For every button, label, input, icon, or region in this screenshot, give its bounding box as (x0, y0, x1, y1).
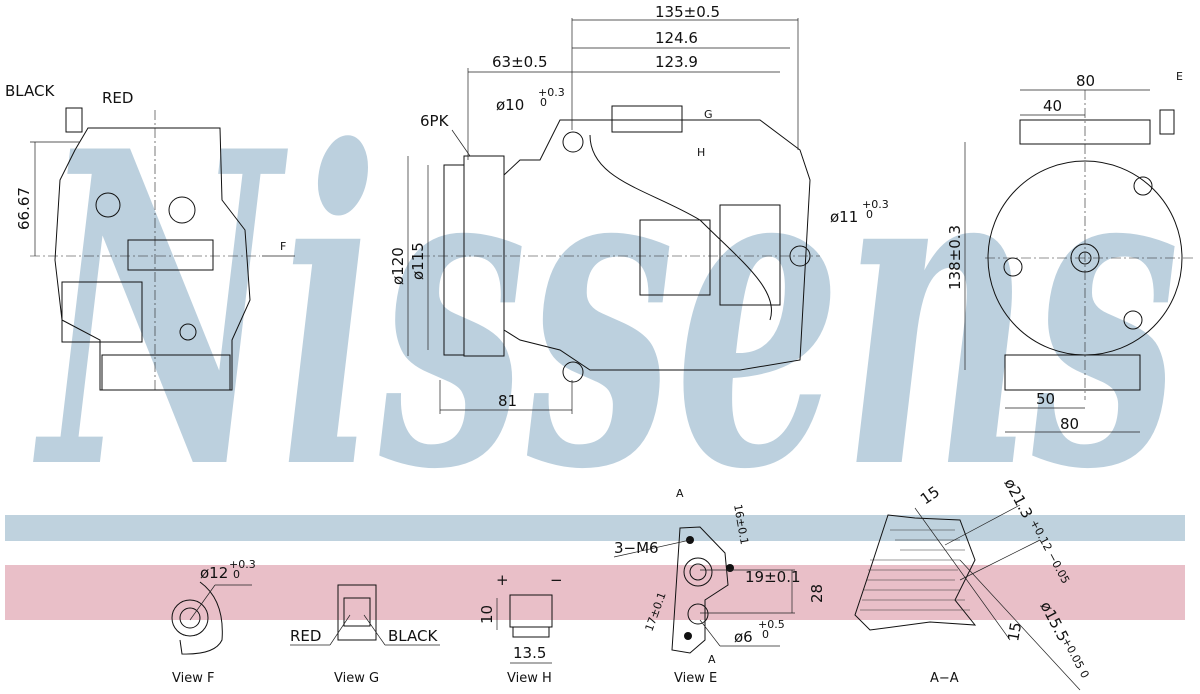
view-e-a-bottom: A (708, 653, 716, 666)
view-f-tol-lo: 0 (233, 568, 240, 581)
dim-d11-tol-up: +0.3 (862, 198, 889, 211)
view-f-dim: ø12 (200, 564, 228, 582)
main-view: 135±0.5 124.6 123.9 63±0.5 ø10 +0.3 0 6P… (389, 3, 889, 414)
view-f-label: View F (172, 671, 214, 686)
pink-band (5, 565, 1185, 620)
nissens-watermark: Nissens (32, 59, 1180, 564)
dim-d10-tol-lo: 0 (540, 96, 547, 109)
dim-63: 63±0.5 (492, 53, 548, 71)
view-e-dim-28: 28 (808, 584, 826, 603)
view-h-marker: H (697, 146, 705, 159)
dim-81: 81 (498, 392, 517, 410)
dim-124-6: 124.6 (655, 29, 698, 47)
view-e-dim-19: 19±0.1 (745, 568, 801, 586)
view-f: ø12 +0.3 0 View F (171, 558, 256, 686)
view-g-black: BLACK (388, 627, 438, 645)
dim-d115: ø115 (409, 242, 427, 280)
view-f-marker: F (280, 240, 286, 253)
section-aa-label: A−A (930, 671, 959, 686)
dim-123-9: 123.9 (655, 53, 698, 71)
pk-label: 6PK (420, 112, 450, 130)
dim-80-top: 80 (1076, 72, 1095, 90)
view-e-3-m6: 3−M6 (614, 539, 659, 557)
view-g: RED BLACK View G (290, 584, 440, 686)
dim-135: 135±0.5 (655, 3, 720, 21)
view-g-marker: G (704, 108, 713, 121)
view-g-label: View G (334, 671, 379, 686)
dim-66-67: 66.67 (15, 187, 33, 230)
aa-dim-d15-5-tol: +0.05 0 (1059, 635, 1091, 680)
view-h-minus: − (550, 571, 563, 589)
dim-d10-tol-up: +0.3 (538, 86, 565, 99)
dim-d11: ø11 (830, 208, 858, 226)
view-f-tol-up: +0.3 (229, 558, 256, 571)
view-e-d6-tol-lo: 0 (762, 628, 769, 641)
view-h-plus: + (496, 571, 509, 589)
dim-138: 138±0.3 (946, 225, 964, 290)
view-h-dim-10: 10 (478, 605, 496, 624)
dim-d10: ø10 (496, 96, 524, 114)
left-red-label: RED (102, 89, 133, 107)
view-e-a-top: A (676, 487, 684, 500)
left-black-label: BLACK (5, 82, 55, 100)
view-e-marker: E (1176, 70, 1183, 83)
view-h-dim-13-5: 13.5 (513, 644, 546, 662)
left-view: BLACK RED 66.67 F (5, 82, 295, 391)
right-view: 80 40 E 138±0.3 50 80 (946, 70, 1195, 433)
dim-d11-tol-lo: 0 (866, 208, 873, 221)
view-e-dim-d6: ø6 (734, 628, 753, 646)
view-e-label: View E (674, 671, 717, 686)
view-h: + − 10 13.5 View H (478, 571, 563, 686)
view-e-d6-tol-up: +0.5 (758, 618, 785, 631)
blue-band (5, 515, 1185, 541)
dim-80-bottom: 80 (1060, 415, 1079, 433)
dim-40: 40 (1043, 97, 1062, 115)
dim-d120: ø120 (389, 247, 407, 285)
view-g-red: RED (290, 627, 321, 645)
aa-dim-15-bottom: 15 (1004, 621, 1025, 643)
view-h-label: View H (507, 671, 552, 686)
dim-50: 50 (1036, 390, 1055, 408)
